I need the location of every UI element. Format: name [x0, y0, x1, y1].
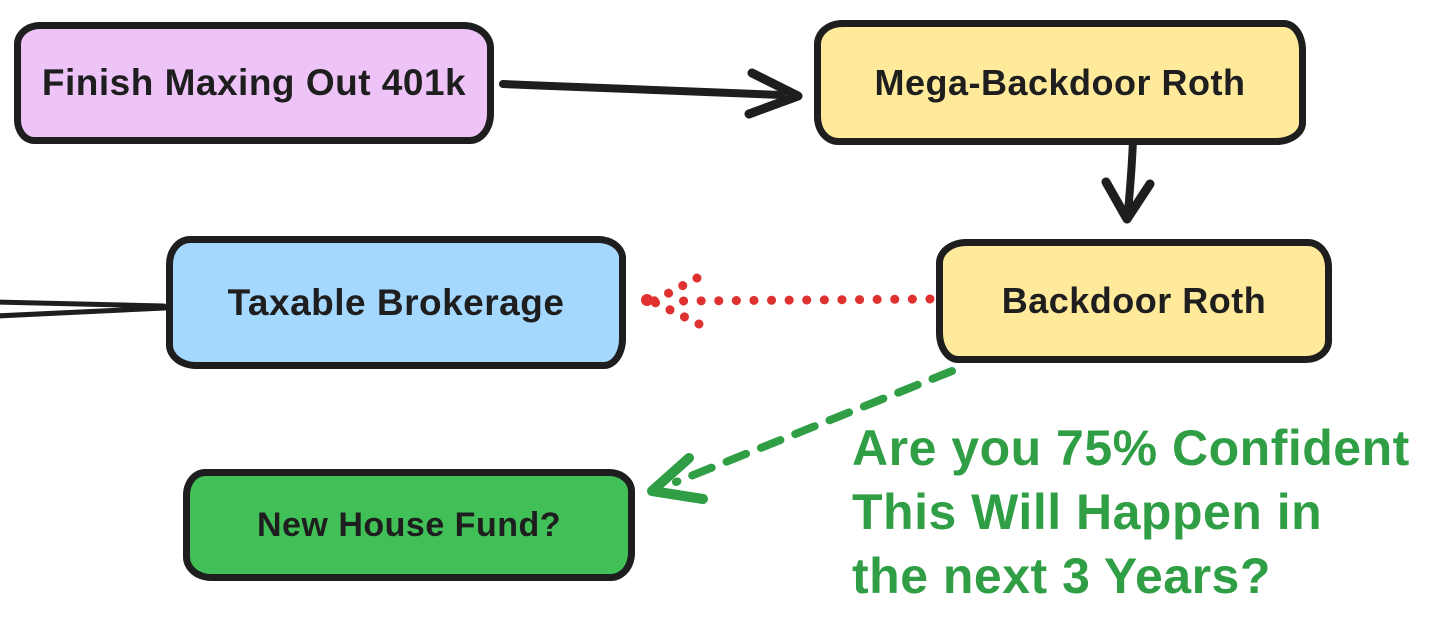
arrow-backdoor-to-taxable-dotted	[641, 273, 935, 329]
arrow-mega-to-backdoor	[1101, 136, 1155, 224]
confidence-annotation-line2: This Will Happen in	[852, 484, 1323, 540]
node-taxable-brokerage: Taxable Brokerage	[166, 236, 626, 369]
node-finish-401k: Finish Maxing Out 401k	[14, 22, 494, 144]
arrow-401k-to-mega	[499, 68, 803, 119]
node-taxable-brokerage-label: Taxable Brokerage	[227, 281, 565, 323]
confidence-annotation-line1: Are you 75% Confident	[852, 420, 1410, 476]
node-new-house-fund-label: New House Fund?	[256, 505, 562, 544]
node-finish-401k-label: Finish Maxing Out 401k	[41, 62, 467, 103]
node-mega-backdoor-roth: Mega-Backdoor Roth	[814, 20, 1306, 145]
node-backdoor-roth: Backdoor Roth	[936, 239, 1332, 363]
confidence-annotation: Are you 75% Confident This Will Happen i…	[852, 416, 1410, 608]
node-new-house-fund: New House Fund?	[183, 469, 635, 581]
arrow-backdoor-to-house-dashed	[647, 367, 956, 504]
node-backdoor-roth-label: Backdoor Roth	[1001, 280, 1267, 321]
node-mega-backdoor-roth-label: Mega-Backdoor Roth	[874, 61, 1246, 103]
connector-offscreen-to-taxable	[0, 299, 168, 319]
confidence-annotation-line3: the next 3 Years?	[852, 548, 1271, 604]
